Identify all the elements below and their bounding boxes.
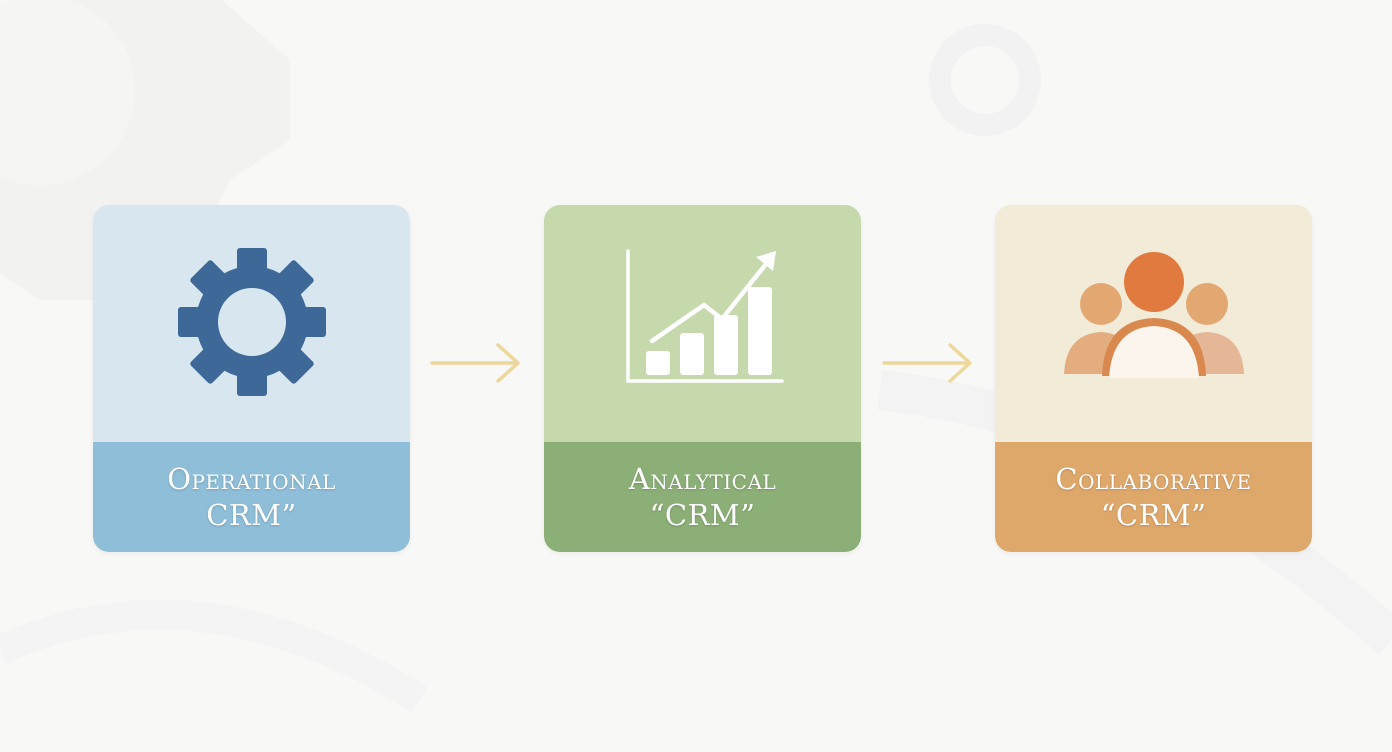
analytical-label-panel: Analytical “CRM” [544, 442, 861, 552]
card-label-line-1: Collaborative [1055, 462, 1252, 496]
card-label-line-2: CRM” [206, 498, 297, 532]
collaborative-icon-panel [995, 205, 1312, 442]
card-label-line-1: Operational [167, 462, 336, 496]
operational-label-panel: Operational CRM” [93, 442, 410, 552]
card-label-line-2: “CRM” [649, 498, 756, 532]
arrow-right-icon [430, 340, 522, 390]
card-label-line-1: Analytical [628, 462, 777, 496]
analytical-crm-card: Analytical “CRM” [544, 205, 861, 552]
card-label-line-2: “CRM” [1100, 498, 1207, 532]
gear-icon [172, 242, 332, 406]
arrow-right-icon [882, 340, 974, 390]
operational-icon-panel [93, 205, 410, 442]
analytical-icon-panel [544, 205, 861, 442]
collaborative-crm-card: Collaborative “CRM” [995, 205, 1312, 552]
operational-crm-card: Operational CRM” [93, 205, 410, 552]
growth-chart-icon [618, 247, 788, 401]
collaborative-label-panel: Collaborative “CRM” [995, 442, 1312, 552]
people-group-icon [1054, 251, 1254, 396]
